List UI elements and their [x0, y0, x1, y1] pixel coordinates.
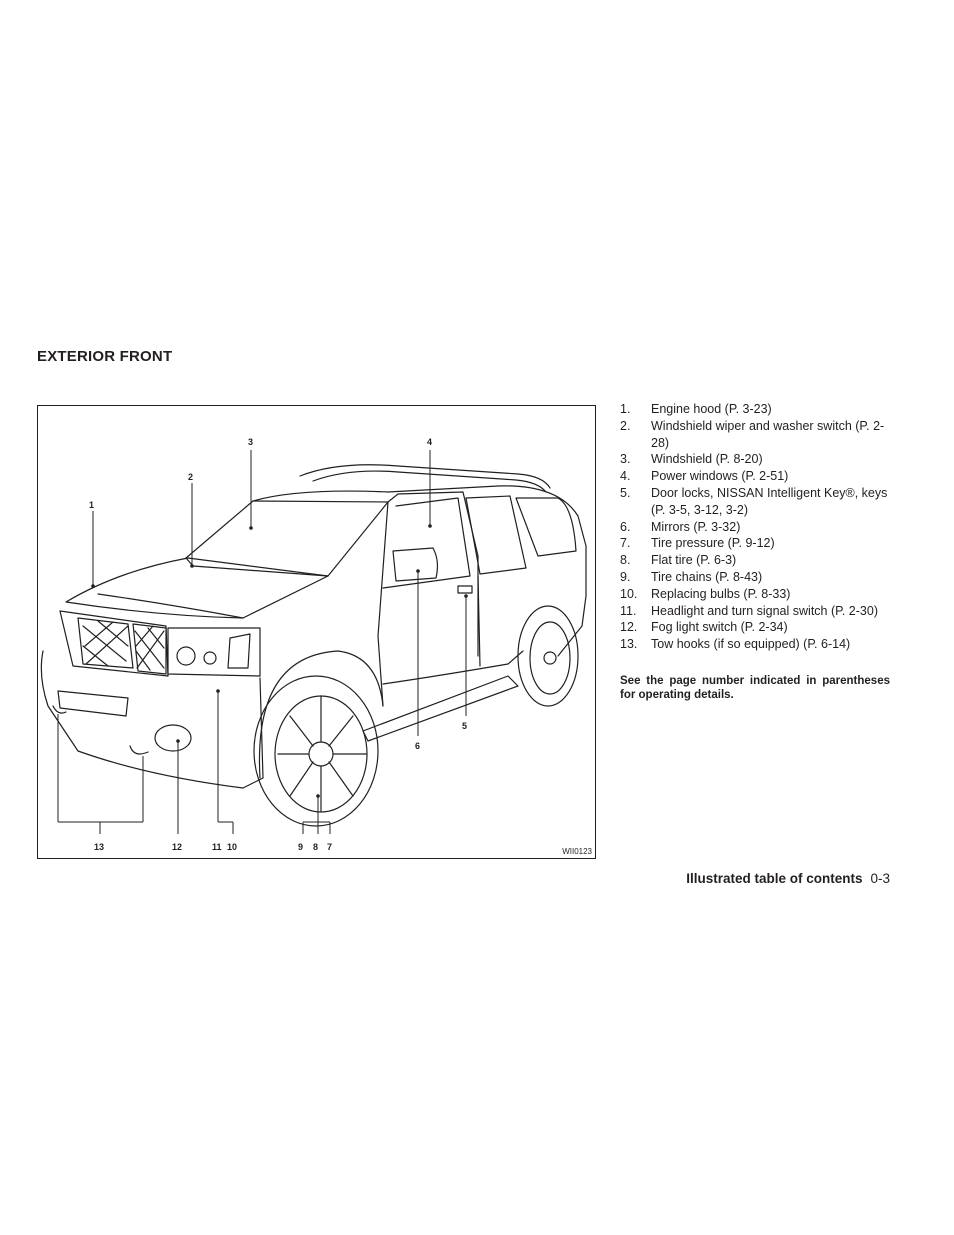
item-number: 13.: [620, 637, 638, 652]
item-number: 2.: [620, 418, 631, 433]
item-number: 5.: [620, 485, 631, 500]
callout-9: 9: [298, 842, 303, 852]
item-text: Tow hooks (if so equipped) (P. 6-14): [651, 637, 851, 652]
callout-11: 11: [212, 842, 222, 852]
item-number: 11.: [620, 603, 637, 618]
list-item: 10. Replacing bulbs (P. 8-33): [620, 586, 890, 603]
page-number: 0-3: [870, 871, 890, 886]
callout-2: 2: [188, 472, 193, 482]
callout-7: 7: [327, 842, 332, 852]
list-item: 6. Mirrors (P. 3-32): [620, 519, 890, 536]
list-item: 2. Windshield wiper and washer switch (P.…: [620, 418, 890, 452]
item-text: Fog light switch (P. 2-34): [651, 620, 788, 635]
item-number: 1.: [620, 402, 631, 416]
list-item: 13. Tow hooks (if so equipped) (P. 6-14): [620, 636, 890, 653]
callout-13: 13: [94, 842, 104, 852]
page-footer: Illustrated table of contents 0-3: [686, 871, 890, 886]
callout-1: 1: [89, 500, 94, 510]
item-number: 8.: [620, 553, 631, 568]
list-item: 7. Tire pressure (P. 9-12): [620, 535, 890, 552]
item-number: 7.: [620, 536, 631, 551]
callout-6: 6: [415, 741, 420, 751]
vehicle-drawing: 1 2 3 4 5 6 13 12 11 10 9 8 7: [40, 437, 587, 852]
list-item: 9. Tire chains (P. 8-43): [620, 569, 890, 586]
list-item: 11. Headlight and turn signal switch (P. …: [620, 603, 890, 620]
item-text: Tire chains (P. 8-43): [651, 569, 763, 584]
callout-4: 4: [427, 437, 432, 447]
callout-3: 3: [248, 437, 253, 447]
list-item: 1. Engine hood (P. 3-23): [620, 401, 890, 418]
callout-5: 5: [462, 721, 467, 731]
item-text: Windshield wiper and washer switch (P. 2…: [651, 418, 885, 450]
item-number: 12.: [620, 620, 638, 635]
figure-id: WII0123: [562, 847, 592, 856]
item-text: Mirrors (P. 3-32): [651, 519, 741, 534]
item-text: Windshield (P. 8-20): [651, 452, 763, 467]
footer-section-title: Illustrated table of contents: [686, 871, 863, 886]
list-item: 12. Fog light switch (P. 2-34): [620, 619, 890, 636]
callout-10: 10: [227, 842, 237, 852]
list-item: 4. Power windows (P. 2-51): [620, 468, 890, 485]
operating-note: See the page number indicated in paren­t…: [620, 675, 890, 701]
item-list: 1. Engine hood (P. 3-23) 2. Windshield wip…: [620, 401, 890, 653]
item-text: Tire pressure (P. 9-12): [651, 536, 775, 551]
item-text: Flat tire (P. 6-3): [651, 553, 737, 568]
list-item: 5. Door locks, NISSAN Intelligent Key®, k…: [620, 485, 890, 519]
item-number: 10.: [620, 586, 638, 601]
item-text: Power windows (P. 2-51): [651, 469, 789, 484]
item-text: Replacing bulbs (P. 8-33): [651, 586, 791, 601]
item-number: 6.: [620, 519, 631, 534]
item-number: 3.: [620, 452, 631, 467]
callout-8: 8: [313, 842, 318, 852]
callout-12: 12: [172, 842, 182, 852]
item-text: Headlight and turn signal switch (P. 2-3…: [651, 603, 878, 618]
item-text: Engine hood (P. 3-23): [651, 402, 772, 416]
list-item: 3. Windshield (P. 8-20): [620, 451, 890, 468]
item-number: 4.: [620, 469, 631, 484]
vehicle-exterior-illustration: 1 2 3 4 5 6 13 12 11 10 9 8 7 WII0123: [37, 405, 596, 859]
section-title: EXTERIOR FRONT: [37, 348, 173, 365]
item-number: 9.: [620, 569, 631, 584]
list-item: 8. Flat tire (P. 6-3): [620, 552, 890, 569]
item-text: Door locks, NISSAN Intelligent Key®, key…: [651, 485, 888, 517]
